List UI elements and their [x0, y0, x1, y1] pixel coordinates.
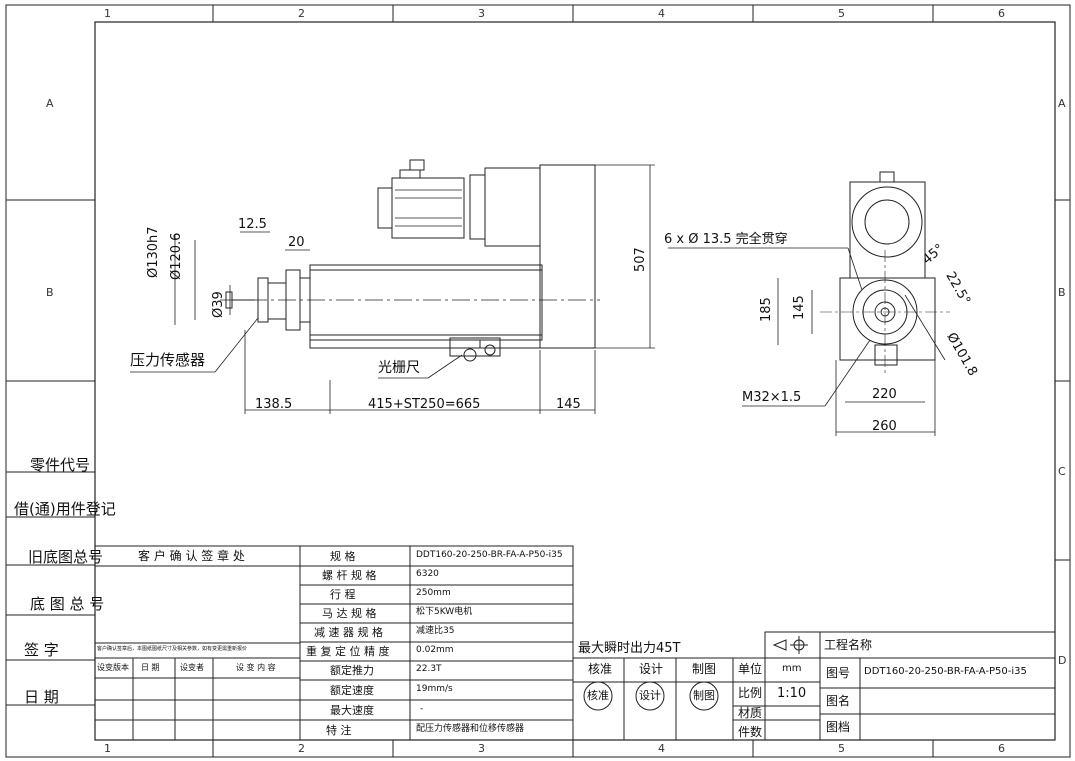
zone-col-2-bottom: 2	[298, 742, 305, 755]
zone-col-1-bottom: 1	[104, 742, 111, 755]
dim-w20: 20	[288, 235, 305, 250]
drawing-no-label: 图号	[826, 666, 851, 680]
zone-col-4-bottom: 4	[658, 742, 665, 755]
zone-col-5-bottom: 5	[838, 742, 845, 755]
spec-label-4: 减 速 器 规 格	[314, 626, 383, 639]
spec-value-2: 250mm	[416, 588, 451, 598]
spec-label-5: 重 复 定 位 精 度	[306, 645, 390, 658]
design-stamp: 设计	[639, 689, 661, 702]
zone-col-6-bottom: 6	[998, 742, 1005, 755]
spec-label-0: 规 格	[330, 550, 356, 563]
drawing-no: DDT160-20-250-BR-FA-A-P50-i35	[864, 666, 1027, 677]
zone-col-1: 1	[104, 7, 111, 20]
count-label: 件数	[738, 725, 763, 739]
zone-col-5: 5	[838, 7, 845, 20]
dim-w260: 260	[872, 419, 897, 434]
spec-value-8: -	[420, 704, 424, 714]
side-borrow: 借(通)用件登记	[14, 500, 116, 518]
zone-row-b: B	[46, 286, 54, 299]
scale-label: 比例	[738, 686, 763, 700]
zone-col-2: 2	[298, 7, 305, 20]
dim-d130: Ø130h7	[146, 226, 161, 278]
spec-value-0: DDT160-20-250-BR-FA-A-P50-i35	[416, 550, 563, 560]
label-pressure-sensor: 压力传感器	[130, 351, 206, 369]
spec-label-7: 额定速度	[330, 684, 374, 697]
spec-value-7: 19mm/s	[416, 684, 453, 694]
design-label: 设计	[639, 662, 664, 676]
dim-holes: 6 x Ø 13.5 完全贯穿	[664, 232, 788, 247]
unit-value: mm	[782, 663, 802, 674]
spec-label-9: 特 注	[326, 724, 352, 737]
unit-label: 单位	[738, 662, 763, 676]
spec-value-5: 0.02mm	[416, 645, 454, 655]
side-part-code: 零件代号	[30, 456, 91, 474]
approve-stamp: 核准	[587, 689, 609, 702]
zone-row-a-right: A	[1058, 97, 1066, 110]
side-sign: 签 字	[24, 641, 59, 659]
zone-col-3: 3	[478, 7, 485, 20]
spec-value-9: 配压力传感器和位移传感器	[416, 724, 525, 734]
drawing-name-label: 图名	[826, 694, 851, 708]
approve-label: 核准	[588, 662, 613, 676]
dim-mid: 415+ST250=665	[368, 397, 481, 412]
spec-label-2: 行 程	[330, 588, 356, 601]
spec-value-6: 22.3T	[416, 664, 442, 674]
zone-col-4: 4	[658, 7, 665, 20]
customer-header-changer: 设变者	[180, 663, 204, 672]
draw-label: 制图	[692, 662, 717, 676]
side-base-drawing: 底 图 总 号	[30, 595, 105, 613]
spec-label-8: 最大速度	[330, 704, 374, 717]
dim-h185: 185	[759, 297, 774, 322]
side-date: 日 期	[24, 688, 59, 706]
project-label: 工程名称	[824, 638, 873, 652]
customer-header-content: 设 变 内 容	[236, 663, 276, 672]
draw-stamp: 制图	[693, 689, 715, 702]
zone-col-3-bottom: 3	[478, 742, 485, 755]
spec-value-3: 松下5KW电机	[416, 607, 473, 617]
spec-label-6: 额定推力	[330, 664, 374, 677]
spec-label-3: 马 达 规 格	[322, 607, 377, 620]
side-old-drawing: 旧底图总号	[28, 548, 104, 566]
zone-row-d: D	[1058, 654, 1067, 667]
dim-d39: Ø39	[211, 291, 226, 318]
material-label: 材质	[738, 706, 763, 720]
dim-w12: 12.5	[238, 217, 267, 232]
dim-h145: 145	[792, 295, 807, 320]
spec-value-4: 减速比35	[416, 626, 455, 636]
zone-col-6: 6	[998, 7, 1005, 20]
scale-value: 1:10	[777, 686, 807, 701]
archive-label: 图档	[826, 720, 851, 734]
spec-value-1: 6320	[416, 569, 439, 579]
dim-d120: Ø120.6	[169, 232, 184, 280]
dim-w220: 220	[872, 387, 897, 402]
zone-row-a: A	[46, 97, 54, 110]
max-force: 最大瞬时出力45T	[578, 641, 681, 656]
customer-title: 客 户 确 认 签 章 处	[138, 549, 245, 563]
label-grating: 光栅尺	[378, 360, 420, 376]
zone-row-b-right: B	[1058, 286, 1066, 299]
dim-thread: M32×1.5	[742, 390, 802, 405]
zone-row-c: C	[1058, 465, 1066, 478]
customer-note: 客户确认签章后，本图纸图纸尺寸及相关参数，如有变更需重新报价	[97, 646, 248, 652]
customer-header-date: 日 期	[141, 663, 160, 672]
spec-label-1: 螺 杆 规 格	[322, 569, 377, 582]
dim-right: 145	[556, 397, 581, 412]
dim-left: 138.5	[255, 397, 293, 412]
dim-h507: 507	[633, 247, 648, 272]
customer-header-version: 设变版本	[97, 663, 129, 672]
